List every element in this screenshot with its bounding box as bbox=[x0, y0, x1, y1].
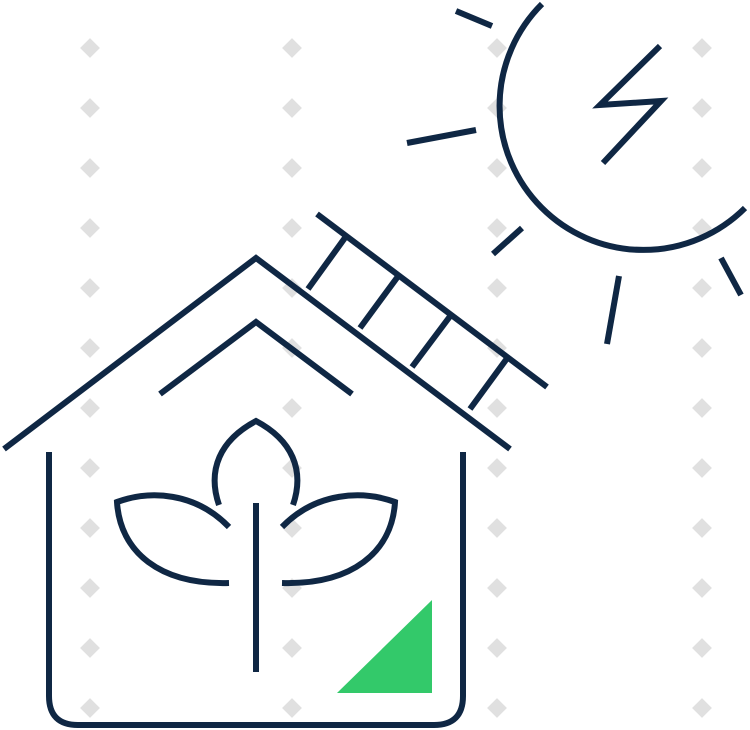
roof-inner bbox=[158, 318, 354, 397]
solar-panel-rung bbox=[305, 233, 350, 291]
watermark-diamond bbox=[692, 638, 712, 658]
watermark-diamond bbox=[487, 578, 507, 598]
watermark-diamond bbox=[80, 458, 100, 478]
watermark-diamond bbox=[692, 98, 712, 118]
watermark-diamond bbox=[487, 638, 507, 658]
watermark-diamond bbox=[80, 698, 100, 718]
roof-outer bbox=[2, 254, 512, 452]
watermark-diamond bbox=[692, 158, 712, 178]
sun-ray bbox=[454, 8, 494, 29]
watermark-diamond bbox=[80, 278, 100, 298]
watermark-diamond bbox=[282, 698, 302, 718]
watermark-diamond bbox=[692, 278, 712, 298]
house-outline-icon bbox=[2, 254, 512, 728]
watermark-diamond bbox=[692, 338, 712, 358]
watermark-diamond bbox=[282, 98, 302, 118]
watermark-diamond bbox=[487, 158, 507, 178]
sun-ray bbox=[718, 256, 744, 297]
watermark-diamond bbox=[282, 38, 302, 58]
watermark-diamond bbox=[487, 698, 507, 718]
watermark-diamond bbox=[80, 398, 100, 418]
house-walls bbox=[46, 452, 466, 728]
sun-ray bbox=[604, 275, 622, 345]
watermark-diamond bbox=[487, 518, 507, 538]
plant-left-leaf bbox=[113, 492, 232, 587]
watermark-diamond bbox=[692, 578, 712, 598]
watermark-diamond bbox=[282, 158, 302, 178]
sun-icon bbox=[406, 1, 748, 345]
sun-ray bbox=[490, 225, 525, 257]
watermark-diamond bbox=[80, 578, 100, 598]
watermark-diamond bbox=[80, 38, 100, 58]
watermark-diamond bbox=[487, 398, 507, 418]
sun-circle bbox=[496, 1, 748, 253]
solar-panel-icon bbox=[305, 211, 549, 411]
plant-right-leaf bbox=[279, 492, 399, 587]
watermark-diamond bbox=[487, 218, 507, 238]
green-triangle-accent bbox=[337, 600, 432, 693]
plant-icon bbox=[113, 417, 399, 672]
plant-top-leaf bbox=[211, 417, 301, 506]
watermark-diamond bbox=[692, 398, 712, 418]
watermark-diamond bbox=[80, 98, 100, 118]
solar-panel-rung bbox=[467, 355, 511, 411]
watermark-diamond bbox=[692, 38, 712, 58]
watermark-diamond bbox=[80, 158, 100, 178]
watermark-diamond bbox=[487, 38, 507, 58]
solar-panel-rung bbox=[409, 313, 454, 369]
sun-ray bbox=[406, 127, 477, 146]
solar-panel-rung bbox=[357, 273, 402, 330]
watermark-pattern bbox=[80, 38, 712, 718]
watermark-diamond bbox=[282, 638, 302, 658]
lightning-bolt-icon bbox=[592, 43, 669, 166]
watermark-diamond bbox=[80, 518, 100, 538]
watermark-diamond bbox=[487, 278, 507, 298]
watermark-diamond bbox=[692, 518, 712, 538]
watermark-diamond bbox=[282, 398, 302, 418]
watermark-diamond bbox=[80, 338, 100, 358]
watermark-diamond bbox=[692, 698, 712, 718]
watermark-diamond bbox=[80, 638, 100, 658]
watermark-diamond bbox=[80, 218, 100, 238]
watermark-diamond bbox=[282, 218, 302, 238]
watermark-diamond bbox=[692, 458, 712, 478]
watermark-diamond bbox=[487, 458, 507, 478]
